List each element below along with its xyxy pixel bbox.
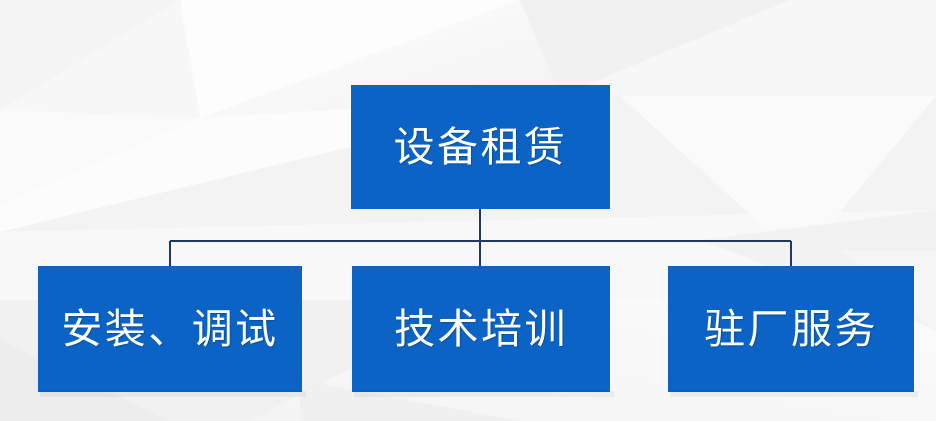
node-child-technical-training[interactable]: 技术培训 [352, 266, 614, 397]
node-child-installation-debugging[interactable]: 安装、调试 [38, 266, 306, 397]
node-root-label: 设备租赁 [393, 123, 568, 170]
node-root[interactable]: 设备租赁 [351, 85, 610, 209]
node-child-label: 安装、调试 [61, 305, 279, 352]
node-child-label: 技术培训 [394, 305, 568, 352]
node-child-label: 驻厂服务 [704, 305, 878, 352]
node-child-onsite-factory-service[interactable]: 驻厂服务 [668, 266, 918, 397]
